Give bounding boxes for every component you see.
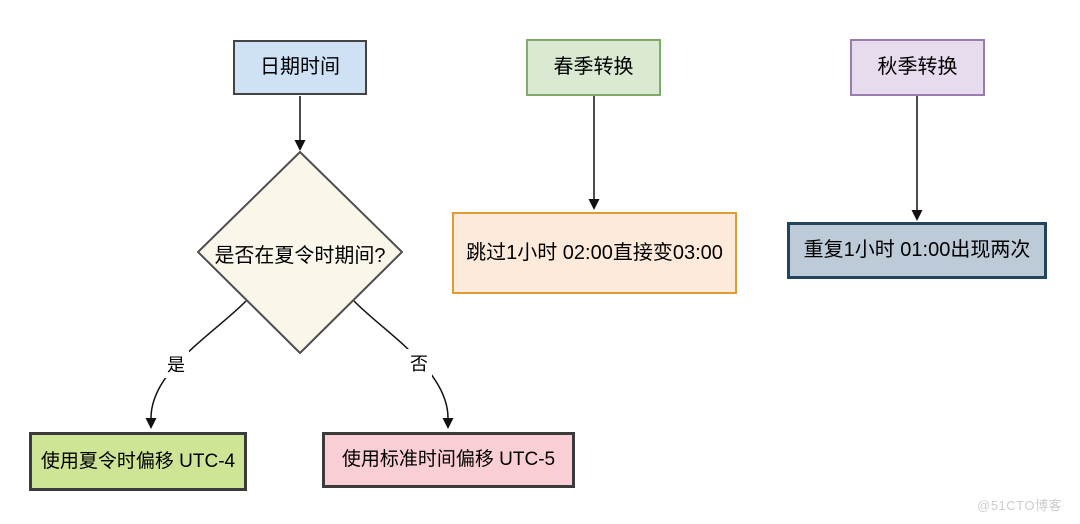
- decision-diamond-shape: [197, 151, 403, 354]
- watermark-51cto: @51CTO博客: [977, 498, 1062, 513]
- node-fall-repeat-hour: 重复1小时 01:00出现两次: [787, 222, 1047, 279]
- arrow-spring-to-result: [588, 96, 600, 210]
- node-dst-offset-utc4: 使用夏令时偏移 UTC-4: [29, 432, 247, 491]
- node-standard-offset-utc5: 使用标准时间偏移 UTC-5: [322, 432, 575, 488]
- branch-label-no: 否: [406, 349, 432, 377]
- branch-label-yes: 是: [163, 350, 189, 378]
- node-datetime: 日期时间: [233, 40, 367, 95]
- node-spring-transition: 春季转换: [526, 39, 661, 96]
- node-spring-skip-hour: 跳过1小时 02:00直接变03:00: [452, 212, 737, 294]
- arrow-fall-to-result: [911, 96, 923, 221]
- node-fall-transition: 秋季转换: [850, 39, 985, 96]
- arrow-datetime-to-decision: [294, 96, 306, 151]
- node-decision-dst-question: 是否在夏令时期间?: [214, 244, 386, 267]
